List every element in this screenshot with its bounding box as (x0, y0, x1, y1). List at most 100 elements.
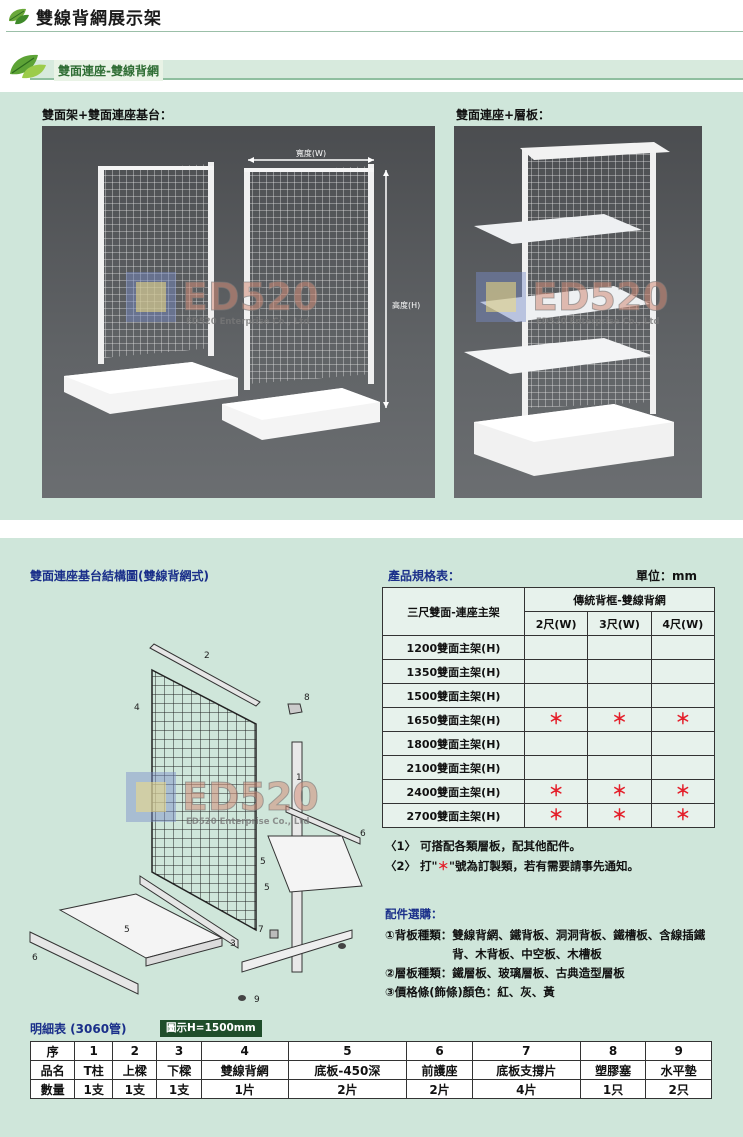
section-banner: 雙面連座-雙線背網 (0, 46, 743, 82)
detail-cell: 塑膠塞 (579, 1060, 647, 1080)
callout: 5 (264, 883, 270, 893)
detail-cell: 2 (112, 1041, 158, 1061)
spec-cell: ＊ (523, 779, 589, 804)
detail-cell: 5 (287, 1041, 408, 1061)
spec-row-label: 2700雙面主架(H) (382, 803, 525, 828)
star-mark: ＊ (548, 806, 564, 824)
spec-cell: ＊ (587, 803, 652, 828)
spec-cell (523, 731, 589, 756)
spec-cell: ＊ (523, 707, 589, 732)
spec-row: 1800雙面主架(H) (382, 731, 716, 756)
detail-cell: 9 (645, 1041, 712, 1061)
spec-column-header: 4尺(W) (650, 611, 716, 636)
shelf-stand-illustration (464, 142, 674, 476)
accessories: 配件選購： ①背板種類：雙線背網、鐵背板、洞洞背板、鐵槽板、含線插鐵背、木背板、… (385, 905, 715, 1002)
spec-row-label: 1200雙面主架(H) (382, 635, 525, 660)
detail-cell: 底板支撐片 (471, 1060, 581, 1080)
spec-column-header: 2尺(W) (523, 611, 589, 636)
star-mark: ＊ (611, 782, 627, 800)
detail-cell: 雙線背網 (200, 1060, 289, 1080)
detail-cell: 前護座 (406, 1060, 473, 1080)
callout: 6 (360, 829, 366, 839)
callout: 2 (204, 651, 210, 661)
spec-unit: 單位：mm (636, 569, 698, 583)
star-mark: ＊ (548, 710, 564, 728)
detail-cell: 4 (200, 1041, 289, 1061)
spec-cell (523, 683, 589, 708)
spec-column-header: 3尺(W) (587, 611, 652, 636)
detail-cell: 序 (29, 1041, 76, 1061)
banner-band (30, 60, 743, 80)
spec-row-label: 1500雙面主架(H) (382, 683, 525, 708)
spec-cell: ＊ (587, 779, 652, 804)
note-2-prefix: 〈2〉 打" (385, 859, 438, 873)
accessory-key: ③價格條(飾條)顏色： (385, 985, 498, 999)
spec-cell (650, 731, 716, 756)
accessory-key: ①背板種類： (385, 928, 453, 942)
double-stand-illustration: 寬度(W) 高度(H) (64, 148, 420, 440)
spec-notes: 〈1〉 可搭配各類層板，配其他配件。 〈2〉 打"＊"號為訂製類，若有需要請事先… (385, 836, 639, 876)
detail-cell: 1只 (579, 1079, 647, 1099)
spec-row: 1200雙面主架(H) (382, 635, 716, 660)
spec-table: 三尺雙面-連座主架 傳統背框-雙線背網 2尺(W) 3尺(W) 4尺(W) 12… (382, 587, 716, 828)
leaf-logo-icon (9, 8, 29, 25)
spec-cell (650, 683, 716, 708)
leaf-icon (10, 54, 46, 79)
spec-cell (587, 683, 652, 708)
star-mark: ＊ (611, 806, 627, 824)
spec-row: 2400雙面主架(H)＊＊＊ (382, 779, 716, 804)
accessories-title: 配件選購： (385, 907, 443, 921)
photo-right-caption: 雙面連座+層板： (456, 108, 551, 122)
star-mark: ＊ (437, 859, 450, 873)
detail-cell: 1支 (156, 1079, 202, 1099)
spec-row-label: 2100雙面主架(H) (382, 755, 525, 780)
star-mark: ＊ (675, 710, 691, 728)
spec-cell (650, 659, 716, 684)
spec-cell: ＊ (587, 707, 652, 732)
height-dimension-label: 高度(H) (392, 300, 420, 310)
star-mark: ＊ (675, 782, 691, 800)
callout: 1 (296, 773, 302, 783)
spec-row: 2100雙面主架(H) (382, 755, 716, 780)
spec-row: 1650雙面主架(H)＊＊＊ (382, 707, 716, 732)
callout: 7 (258, 925, 264, 935)
detail-cell: 2只 (645, 1079, 712, 1099)
accessory-item: ①背板種類：雙線背網、鐵背板、洞洞背板、鐵槽板、含線插鐵背、木背板、中空板、木槽… (385, 926, 715, 964)
detail-cell: 2片 (287, 1079, 408, 1099)
spec-cell (523, 755, 589, 780)
spec-row-label: 1350雙面主架(H) (382, 659, 525, 684)
detail-cell: 數量 (29, 1079, 76, 1099)
page-header: 雙線背網展示架 (0, 0, 743, 36)
detail-cell: 1支 (112, 1079, 158, 1099)
spec-cell: ＊ (650, 803, 716, 828)
detail-cell: 1 (74, 1041, 114, 1061)
header-divider (6, 31, 743, 32)
detail-cell: 2片 (406, 1079, 473, 1099)
accessory-item: ③價格條(飾條)顏色：紅、灰、黃 (385, 983, 715, 1002)
callout: 4 (134, 703, 140, 713)
spec-row-label: 1800雙面主架(H) (382, 731, 525, 756)
spec-cell (650, 755, 716, 780)
callout: 8 (304, 693, 310, 703)
photo-left-caption: 雙面架+雙面連座基台： (42, 108, 173, 122)
spec-cell (523, 659, 589, 684)
spec-cell (587, 755, 652, 780)
note-2-suffix: "號為訂製類，若有需要請事先通知。 (449, 859, 639, 873)
detail-cell: 上樑 (112, 1060, 158, 1080)
structure-title: 雙面連座基台結構圖(雙線背網式) (30, 569, 209, 583)
star-mark: ＊ (611, 710, 627, 728)
spec-cell (587, 731, 652, 756)
spec-cell: ＊ (650, 707, 716, 732)
spec-row: 1350雙面主架(H) (382, 659, 716, 684)
accessory-value: 鐵層板、玻璃層板、古典造型層板 (452, 966, 625, 980)
accessory-value: 雙線背網、鐵背板、洞洞背板、鐵槽板、含線插鐵背、木背板、中空板、木槽板 (452, 928, 706, 961)
detail-badge: 圖示H=1500mm (160, 1020, 262, 1037)
spec-row: 1500雙面主架(H) (382, 683, 716, 708)
detail-cell: 1片 (200, 1079, 289, 1099)
detail-title: 明細表 (3060管) (30, 1022, 127, 1036)
callout: 3 (230, 939, 236, 949)
accessory-item: ②層板種類：鐵層板、玻璃層板、古典造型層板 (385, 964, 715, 983)
